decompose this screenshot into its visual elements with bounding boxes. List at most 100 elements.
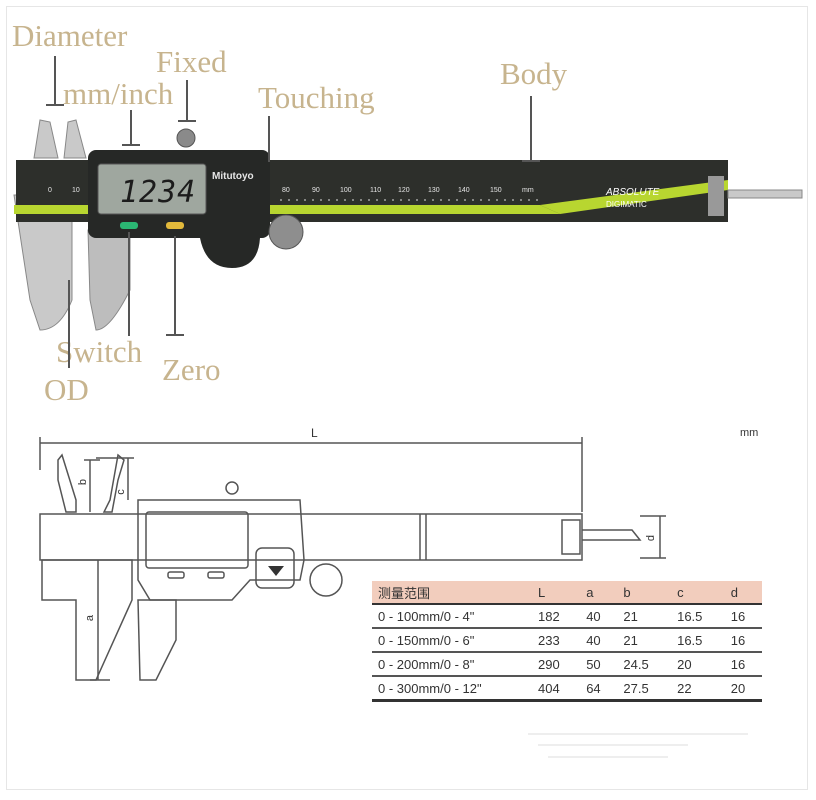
- cell-L: 404: [532, 676, 581, 702]
- faint-footnote-2: [538, 744, 688, 746]
- leader-zero: [174, 236, 176, 336]
- scale-tick-0: 0: [48, 187, 52, 194]
- image-frame: [6, 6, 808, 790]
- cell-c: 22: [671, 676, 725, 702]
- drawing-lock-screw: [225, 481, 239, 495]
- col-header-range: 测量范围: [372, 581, 532, 605]
- callout-diameter: Diameter: [12, 18, 128, 53]
- cell-L: 182: [532, 604, 581, 629]
- lock-screw: [176, 128, 196, 148]
- leader-touching: [268, 116, 270, 162]
- scale-tick-140: 140: [458, 187, 470, 194]
- dim-label-c: c: [114, 489, 127, 495]
- dim-label-a: a: [84, 614, 97, 622]
- callout-touching: Touching: [258, 80, 375, 115]
- cell-range: 0 - 100mm/0 - 4": [372, 604, 532, 629]
- scale-tick-150: 150: [490, 187, 502, 194]
- brand-label: Mitutoyo: [212, 171, 254, 182]
- scale-tick-130: 130: [428, 187, 440, 194]
- fixed-outside-jaw: [13, 194, 73, 331]
- drawing-roller-housing: [255, 547, 295, 589]
- drawing-thumb-wheel: [309, 563, 343, 597]
- thumb-roller-housing: [200, 238, 260, 268]
- leader-mm-inch: [130, 110, 132, 146]
- table-row: 0 - 100mm/0 - 4" 182 40 21 16.5 16: [372, 604, 762, 629]
- leader-diameter: [54, 56, 56, 106]
- spec-table: 测量范围 L a b c d 0 - 100mm/0 - 4" 182 40 2…: [372, 581, 762, 702]
- drawing-zero-button: [207, 571, 225, 579]
- cell-a: 40: [580, 628, 618, 653]
- cell-L: 233: [532, 628, 581, 653]
- table-row: 0 - 200mm/0 - 8" 290 50 24.5 20 16: [372, 652, 762, 677]
- col-header-c: c: [671, 581, 725, 605]
- leader-diameter-cap: [46, 104, 64, 106]
- cell-b: 21: [617, 604, 672, 629]
- cell-a: 50: [580, 652, 618, 677]
- drawing-head: [137, 499, 305, 601]
- leader-body-cap: [522, 160, 540, 162]
- lcd-screen: [97, 163, 207, 215]
- badge-absolute: ABSOLUTE: [606, 187, 660, 198]
- badge-digimatic: DIGIMATIC: [606, 200, 647, 209]
- cell-d: 16: [724, 652, 762, 677]
- cell-a: 40: [580, 604, 618, 629]
- dim-label-L: L: [311, 426, 318, 440]
- scale-tick-90: 90: [312, 187, 320, 194]
- table-row: 0 - 300mm/0 - 12" 404 64 27.5 22 20: [372, 676, 762, 702]
- inside-jaw-right: [63, 119, 87, 159]
- drawing-switch-button: [167, 571, 185, 579]
- cell-d: 16: [724, 604, 762, 629]
- callout-fixed: Fixed: [156, 44, 227, 79]
- drawing-arrow-icon: [268, 566, 284, 576]
- dim-label-d: d: [645, 534, 658, 542]
- cell-range: 0 - 150mm/0 - 6": [372, 628, 532, 653]
- callout-body: Body: [500, 56, 568, 91]
- scale-tick-120: 120: [398, 187, 410, 194]
- leader-od: [68, 280, 70, 368]
- depth-rod: [727, 189, 803, 199]
- scale-accent-sweep: [540, 180, 728, 214]
- faint-footnote-1: [528, 733, 748, 735]
- cell-b: 21: [617, 628, 672, 653]
- drawing-inside-jaw-left: [57, 453, 77, 513]
- thumb-wheel: [268, 214, 304, 250]
- switch-button: [120, 222, 138, 229]
- scale-tick-10: 10: [72, 187, 80, 194]
- cell-L: 290: [532, 652, 581, 677]
- scale-unit-label: mm: [522, 187, 534, 194]
- leader-switch: [128, 232, 130, 336]
- inside-jaw-left: [33, 119, 59, 159]
- callout-od: OD: [44, 372, 89, 407]
- cell-c: 16.5: [671, 604, 725, 629]
- drawing-beam: [39, 513, 583, 561]
- end-cap: [708, 176, 724, 216]
- cell-range: 0 - 300mm/0 - 12": [372, 676, 532, 702]
- cell-c: 16.5: [671, 628, 725, 653]
- cell-b: 27.5: [617, 676, 672, 702]
- cell-b: 24.5: [617, 652, 672, 677]
- callout-mm-inch: mm/inch: [63, 76, 174, 111]
- drawing-sliding-outside-jaw: [137, 599, 177, 681]
- scale-tick-110: 110: [370, 187, 382, 194]
- drawing-depth-rod: [582, 529, 642, 541]
- scale-tick-80: 80: [282, 187, 290, 194]
- cell-range: 0 - 200mm/0 - 8": [372, 652, 532, 677]
- cell-d: 16: [724, 628, 762, 653]
- lcd-display-value: 1234: [120, 175, 197, 210]
- scale-tick-100: 100: [340, 187, 352, 194]
- faint-footnote-3: [548, 756, 668, 758]
- unit-label: mm: [740, 427, 759, 439]
- leader-zero-cap: [166, 334, 184, 336]
- drawing-fixed-outside-jaw: [41, 559, 133, 681]
- drawing-lcd: [145, 511, 249, 569]
- leader-fixed-cap: [178, 120, 196, 122]
- col-header-L: L: [532, 581, 581, 605]
- table-row: 0 - 150mm/0 - 6" 233 40 21 16.5 16: [372, 628, 762, 653]
- col-header-b: b: [617, 581, 672, 605]
- cell-d: 20: [724, 676, 762, 702]
- drawing-end-cap: [561, 519, 581, 555]
- drawing-inside-jaw-right: [102, 453, 125, 513]
- col-header-d: d: [724, 581, 762, 605]
